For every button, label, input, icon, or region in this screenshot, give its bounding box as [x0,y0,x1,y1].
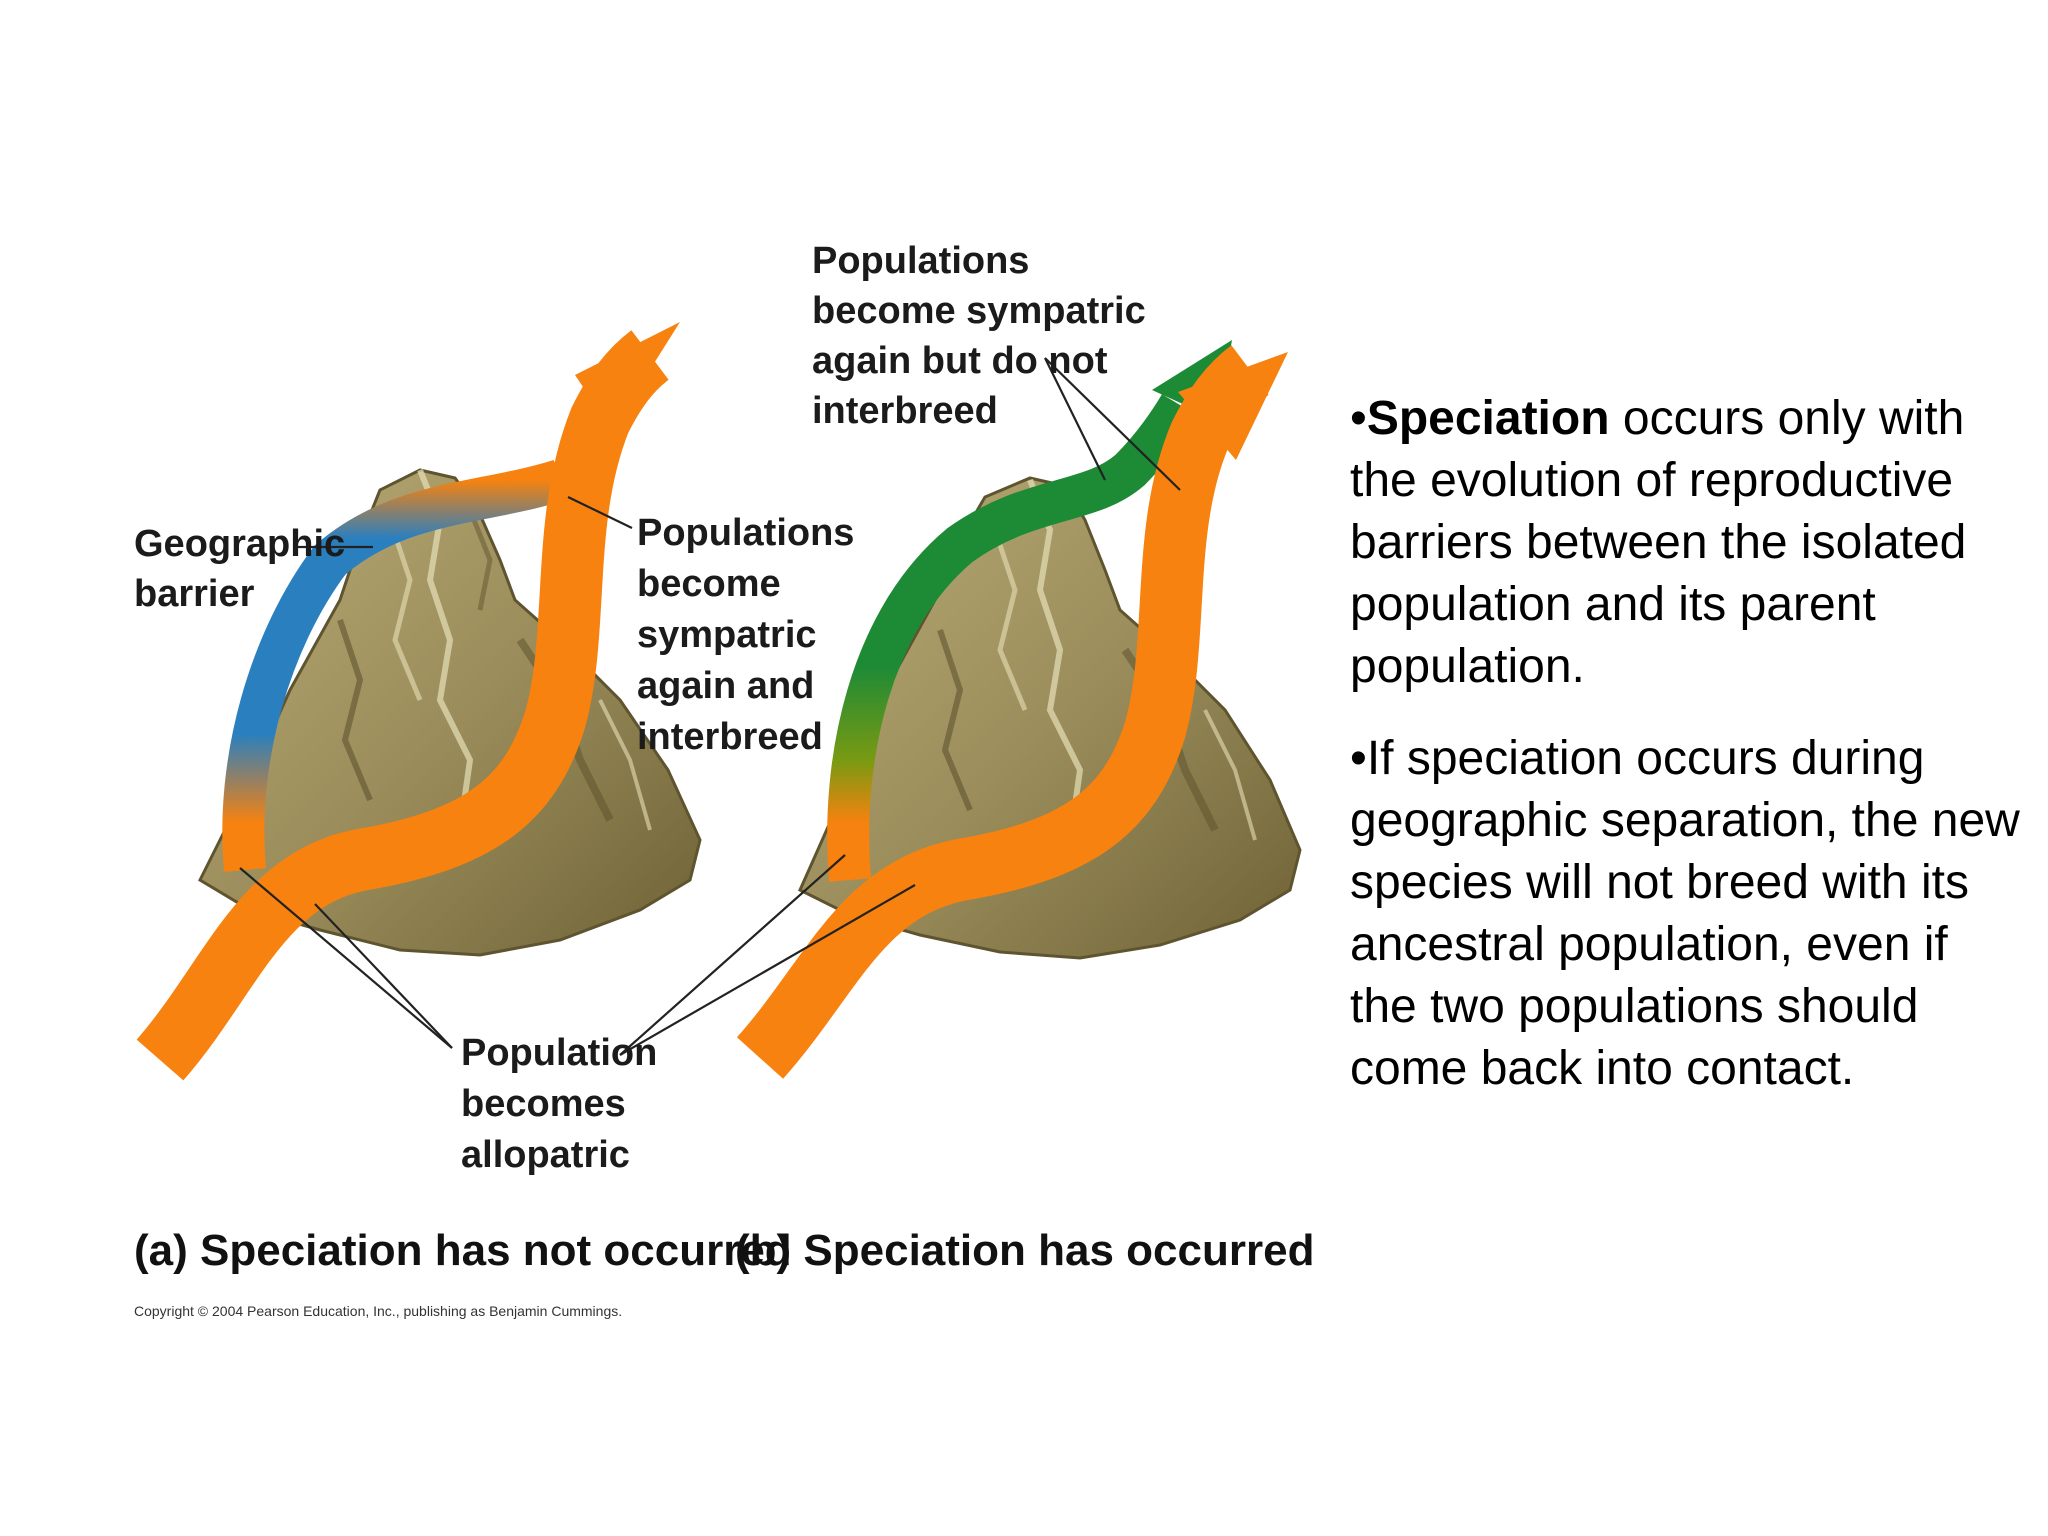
caption-a: (a) Speciation has not occurred [134,1226,792,1275]
orange-population-arrow-a [136,322,680,1081]
label-geographic-barrier: Geographic barrier [134,523,356,615]
bullet-speciation: •Speciation occurs only with the evoluti… [1350,392,1967,693]
label-sympatric-no-interbreed: Populations become sympatric again but d… [812,240,1156,432]
label-allopatric: Population becomes allopatric [461,1032,668,1176]
leaders-b [619,357,1181,1056]
panel-a-diagram: Geographic barrier Populations become sy… [134,322,865,1081]
bullet-text: If speciation occurs during geographic s… [1350,732,2020,1095]
bullet-list: •Speciation occurs only with the evoluti… [1350,388,2022,1130]
speciation-diagram: Geographic barrier Populations become sy… [134,240,1314,1319]
bullet-text: occurs only with the evolution of reprod… [1350,392,1967,693]
caption-b: (b) Speciation has occurred [735,1226,1314,1275]
copyright-notice: Copyright © 2004 Pearson Education, Inc.… [134,1303,622,1319]
bullet-geographic-separation: •If speciation occurs during geographic … [1350,732,2020,1095]
leaders-a [239,496,633,1049]
panel-b-diagram: Populations become sympatric again but d… [619,240,1302,1079]
blue-population-path-a [222,459,567,872]
label-sympatric-interbreed: Populations become sympatric again and i… [637,512,865,758]
orange-population-arrow-b [736,345,1288,1079]
bullet-bold-term: Speciation [1366,392,1610,445]
